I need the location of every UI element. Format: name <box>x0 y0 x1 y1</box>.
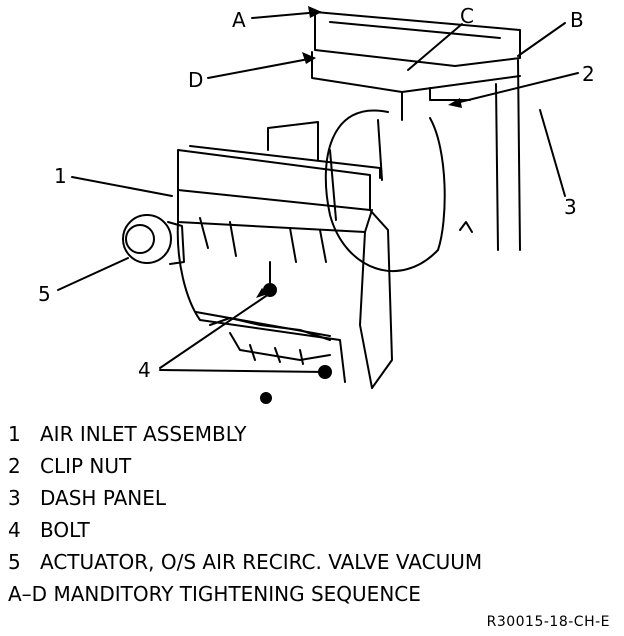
leader-D <box>207 57 315 79</box>
legend-key: 1 <box>8 422 21 446</box>
dash-panel <box>517 59 521 251</box>
legend-row: 3 DASH PANEL <box>8 488 166 508</box>
leader-B <box>517 22 566 57</box>
arrow-head-2 <box>448 98 462 108</box>
leader-4a <box>159 295 267 369</box>
legend-text: DASH PANEL <box>40 486 167 510</box>
blower-housing <box>324 109 446 273</box>
figure-code: R30015-18-CH-E <box>486 614 610 630</box>
leader-4b <box>159 369 327 373</box>
legend-key: 5 <box>8 550 21 574</box>
diagram-drawing <box>57 6 579 404</box>
cowl-outline <box>314 11 521 67</box>
arrow-head-4 <box>256 288 268 298</box>
leader-A <box>251 11 321 19</box>
lower-housing <box>176 221 346 383</box>
sequence-note: A–D MANDITORY TIGHTENING SEQUENCE <box>8 582 421 606</box>
leader-3 <box>539 109 566 197</box>
callout-D: D <box>188 68 204 92</box>
legend-row: 1 AIR INLET ASSEMBLY <box>8 424 246 444</box>
callout-C: C <box>460 4 474 28</box>
leader-2 <box>451 72 579 105</box>
air-inlet-diagram: A B C D 1 2 3 4 5 <box>38 4 595 404</box>
callout-4: 4 <box>138 358 151 382</box>
callout-3: 3 <box>564 195 577 219</box>
leader-1 <box>71 176 173 197</box>
arrow-head-A <box>308 6 322 18</box>
legend-text: AIR INLET ASSEMBLY <box>40 422 247 446</box>
callout-1: 1 <box>54 164 67 188</box>
legend-key: 3 <box>8 486 21 510</box>
legend-row: 4 BOLT <box>8 520 90 540</box>
air-inlet-box <box>177 149 371 211</box>
legend-row: 5 ACTUATOR, O/S AIR RECIRC. VALVE VACUUM <box>8 552 482 572</box>
legend-key: 2 <box>8 454 21 478</box>
arrow-head-D <box>302 52 316 64</box>
callout-2: 2 <box>582 62 595 86</box>
legend-key: 4 <box>8 518 21 542</box>
legend-text: CLIP NUT <box>40 454 132 478</box>
leader-5 <box>57 257 129 291</box>
callout-A: A <box>232 8 246 32</box>
legend-text: ACTUATOR, O/S AIR RECIRC. VALVE VACUUM <box>40 550 483 574</box>
callout-B: B <box>570 8 584 32</box>
actuator <box>122 214 172 264</box>
leader-C <box>407 23 463 71</box>
legend-text: BOLT <box>40 518 90 542</box>
callout-5: 5 <box>38 282 51 306</box>
legend-row: 2 CLIP NUT <box>8 456 131 476</box>
